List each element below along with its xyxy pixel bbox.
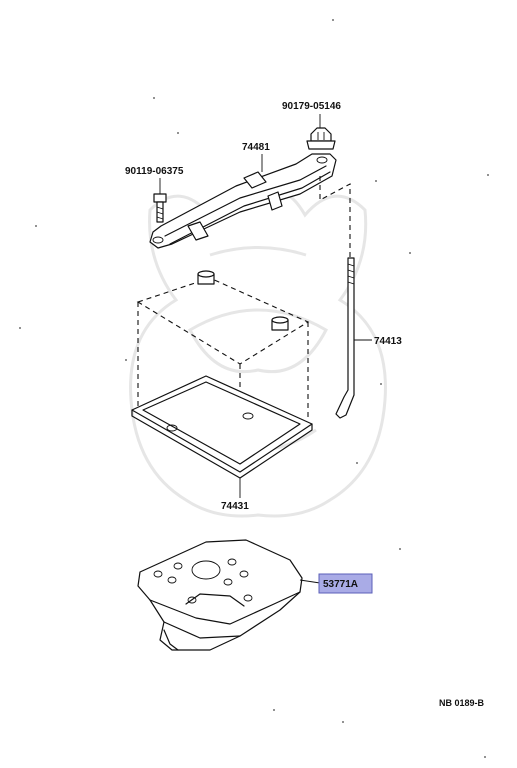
tray-support-53771A <box>137 539 303 651</box>
leader-53771A <box>299 579 321 584</box>
dashed-link-rod <box>319 176 351 258</box>
battery-outline <box>136 270 310 470</box>
battery-tray-74431 <box>131 375 313 479</box>
background-specks <box>19 19 489 758</box>
drawing-code: NB 0189-B <box>439 698 485 708</box>
label-53771A[interactable]: 53771A <box>323 579 358 590</box>
clamp-bracket-74481 <box>149 153 337 249</box>
nut-90179-05146 <box>306 114 336 150</box>
hold-down-rod-74413 <box>335 257 355 419</box>
label-74431: 74431 <box>221 501 249 512</box>
highlight-53771A <box>318 573 373 594</box>
label-90179-05146: 90179-05146 <box>282 101 341 112</box>
label-74413: 74413 <box>374 336 402 347</box>
label-74481: 74481 <box>242 142 270 153</box>
label-90119-06375: 90119-06375 <box>125 166 184 177</box>
bolt-90119-06375 <box>153 178 167 223</box>
